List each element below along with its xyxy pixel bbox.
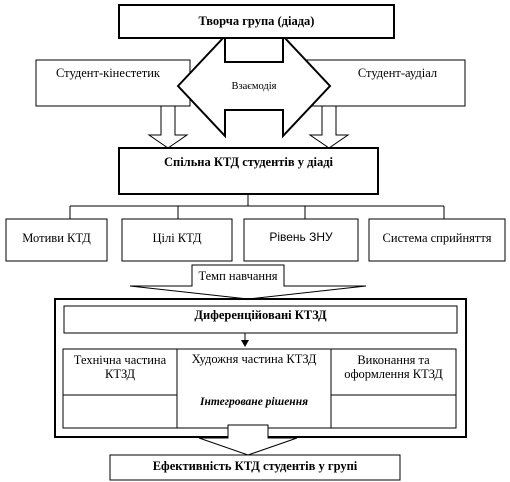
factor-box-goals (121, 218, 233, 262)
learning-pace-label: Темп навчання (198, 268, 278, 283)
factor-box-motives (5, 218, 108, 262)
joint-ktd-label: Спільна КТД студентів у діаді (163, 154, 333, 169)
columns-table (62, 348, 457, 429)
factor-label-motives: Мотиви КТД (22, 230, 91, 245)
efficiency-label: Ефективність КТД студентів у групі (152, 459, 358, 474)
factor-label-level: Рівень ЗНУ (269, 230, 333, 245)
interaction-label: Взаємодія (231, 80, 277, 92)
column-artistic-label: Художня частина КТЗД (191, 351, 317, 366)
differentiated-label: Диференційовані КТЗД (194, 307, 327, 322)
creative-group-box (118, 4, 395, 39)
factor-box-level (243, 218, 359, 262)
student-audial-label: Студент-аудіал (357, 65, 438, 80)
joint-ktd-box (118, 147, 379, 195)
interaction-double-arrow (176, 33, 332, 139)
factor-box-perception (368, 218, 506, 262)
down-arrow-right (308, 105, 350, 149)
learning-pace-arrow (129, 264, 367, 300)
creative-group-label: Творча група (діада) (198, 14, 315, 29)
factor-label-goals: Цілі КТД (152, 230, 202, 245)
student-kinesthetic-label: Студент-кінестетик (55, 65, 161, 80)
student-kinesthetic-box (35, 59, 191, 107)
efficiency-arrow (198, 424, 298, 456)
down-arrow-left (147, 105, 189, 149)
factor-label-perception: Система сприйняття (382, 230, 492, 245)
integrated-solution-label: Інтегроване рішення (200, 396, 308, 409)
student-audial-box (301, 59, 466, 107)
efficiency-box (109, 454, 401, 481)
column-technical-label: Технічна частина КТЗД (73, 352, 167, 381)
column-execution-label: Виконання та оформлення КТЗД (344, 352, 443, 381)
differentiated-title-box (63, 305, 458, 334)
